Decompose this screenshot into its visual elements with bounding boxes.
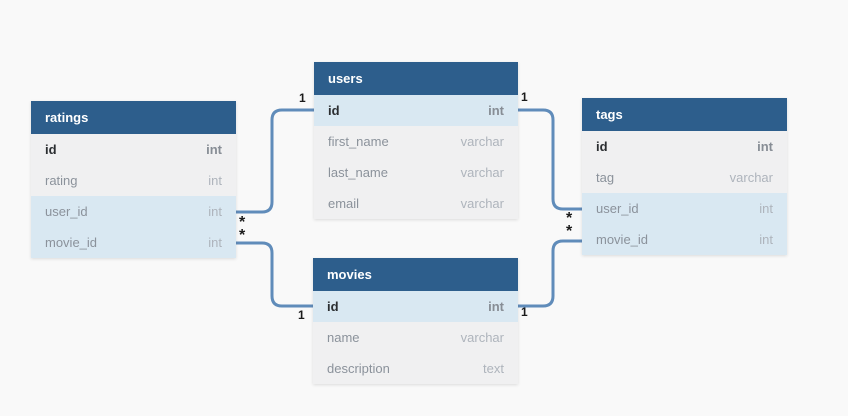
column-name: id — [45, 142, 57, 157]
column-type: varchar — [460, 330, 504, 345]
cardinality-one-users-right: 1 — [521, 90, 528, 104]
connector-ratings-movieid-to-movies-id[interactable] — [236, 241, 313, 308]
table-row-tags-tag[interactable]: tag varchar — [582, 162, 787, 193]
column-name: movie_id — [45, 235, 98, 250]
table-row-tags-movie-id[interactable]: movie_id int — [582, 224, 787, 255]
column-name: rating — [45, 173, 78, 188]
column-name: id — [596, 139, 608, 154]
column-name: first_name — [328, 134, 389, 149]
table-users[interactable]: users id int first_name varchar last_nam… — [314, 62, 518, 219]
table-users-header[interactable]: users — [314, 62, 518, 95]
cardinality-many-tags-user-id: * — [566, 210, 573, 227]
cardinality-many-ratings-movie-id: * — [239, 227, 246, 244]
table-row-users-last-name[interactable]: last_name varchar — [314, 157, 518, 188]
cardinality-one-users-left: 1 — [299, 91, 306, 105]
table-row-users-id[interactable]: id int — [314, 95, 518, 126]
column-type: int — [488, 103, 504, 118]
column-type: varchar — [460, 196, 504, 211]
column-name: user_id — [596, 201, 639, 216]
cardinality-many-tags-movie-id: * — [566, 223, 573, 240]
column-name: name — [327, 330, 360, 345]
table-row-ratings-id[interactable]: id int — [31, 134, 236, 165]
table-row-users-email[interactable]: email varchar — [314, 188, 518, 219]
column-name: last_name — [328, 165, 388, 180]
column-name: movie_id — [596, 232, 649, 247]
table-row-movies-description[interactable]: description text — [313, 353, 518, 384]
table-tags-title: tags — [596, 107, 623, 122]
table-row-movies-id[interactable]: id int — [313, 291, 518, 322]
table-ratings-header[interactable]: ratings — [31, 101, 236, 134]
table-tags[interactable]: tags id int tag varchar user_id int movi… — [582, 98, 787, 255]
column-name: description — [327, 361, 390, 376]
table-row-ratings-user-id[interactable]: user_id int — [31, 196, 236, 227]
column-type: int — [759, 201, 773, 216]
column-type: int — [208, 235, 222, 250]
table-movies[interactable]: movies id int name varchar description t… — [313, 258, 518, 384]
column-type: int — [757, 139, 773, 154]
table-row-users-first-name[interactable]: first_name varchar — [314, 126, 518, 157]
column-name: id — [328, 103, 340, 118]
table-row-movies-name[interactable]: name varchar — [313, 322, 518, 353]
column-type: int — [488, 299, 504, 314]
column-type: int — [208, 204, 222, 219]
column-name: tag — [596, 170, 615, 185]
column-type: text — [483, 361, 504, 376]
table-ratings-title: ratings — [45, 110, 89, 125]
table-row-tags-user-id[interactable]: user_id int — [582, 193, 787, 224]
table-row-tags-id[interactable]: id int — [582, 131, 787, 162]
cardinality-one-movies-left: 1 — [298, 308, 305, 322]
column-type: varchar — [460, 165, 504, 180]
connector-movies-id-to-tags-movieid[interactable] — [518, 239, 582, 308]
table-ratings[interactable]: ratings id int rating int user_id int mo… — [31, 101, 236, 258]
column-type: int — [759, 232, 773, 247]
table-row-ratings-rating[interactable]: rating int — [31, 165, 236, 196]
table-users-title: users — [328, 71, 363, 86]
column-name: user_id — [45, 204, 88, 219]
table-movies-title: movies — [327, 267, 372, 282]
connector-ratings-userid-to-users-id[interactable] — [236, 108, 314, 214]
table-tags-header[interactable]: tags — [582, 98, 787, 131]
column-type: int — [208, 173, 222, 188]
cardinality-one-movies-right: 1 — [521, 305, 528, 319]
column-type: varchar — [460, 134, 504, 149]
column-name: email — [328, 196, 360, 211]
column-name: id — [327, 299, 339, 314]
table-row-ratings-movie-id[interactable]: movie_id int — [31, 227, 236, 258]
column-type: int — [206, 142, 222, 157]
table-movies-header[interactable]: movies — [313, 258, 518, 291]
connector-users-id-to-tags-userid[interactable] — [518, 108, 582, 211]
cardinality-many-ratings-user-id: * — [239, 214, 246, 231]
column-type: varchar — [729, 170, 773, 185]
